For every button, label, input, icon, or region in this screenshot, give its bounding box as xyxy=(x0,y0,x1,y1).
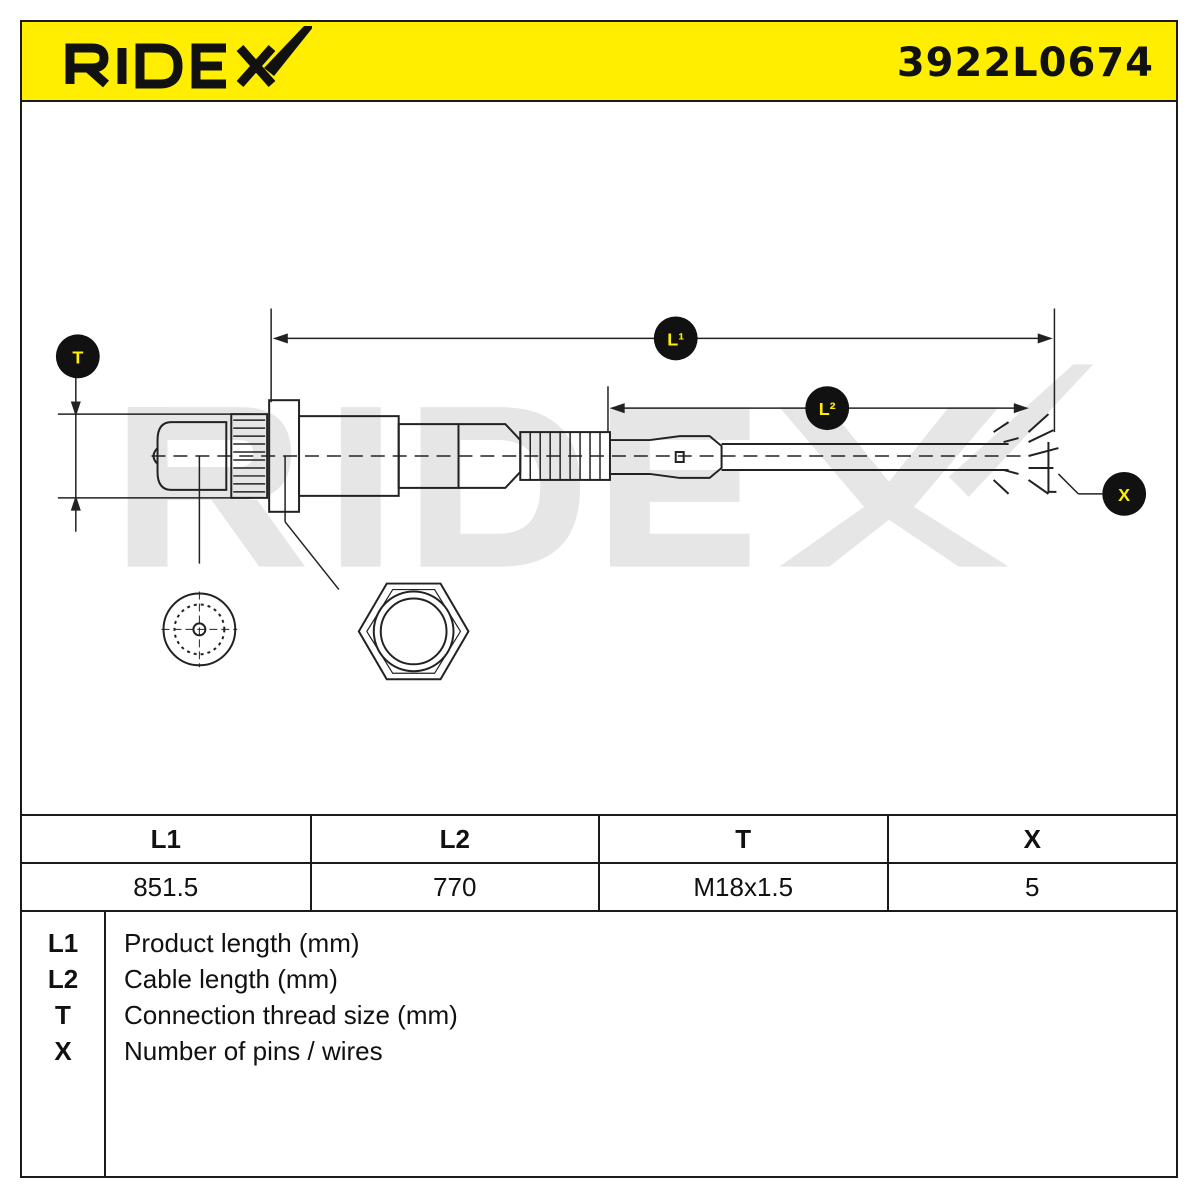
legend-row: X Number of pins / wires xyxy=(22,1036,1176,1072)
callout-L1: L¹ xyxy=(653,316,698,361)
callout-L2-label: L² xyxy=(819,399,836,419)
legend-desc: Product length (mm) xyxy=(124,928,360,958)
spec-header-T: T xyxy=(598,814,889,864)
connector-end-view xyxy=(161,591,238,668)
spec-table-value-row: 851.5 770 M18x1.5 5 xyxy=(22,862,1176,912)
spec-value-L2: 770 xyxy=(309,862,600,912)
spec-value-X: 5 xyxy=(886,862,1176,912)
spec-header-L2: L2 xyxy=(309,814,600,864)
legend-key: X xyxy=(54,1036,72,1066)
legend-key: L2 xyxy=(47,964,79,994)
header-bar: 3922L0674 xyxy=(22,22,1176,102)
callout-T: T xyxy=(55,334,100,379)
legend-row: L1 Product length (mm) xyxy=(22,928,1176,964)
callout-X: X xyxy=(1102,471,1147,516)
sensor-body xyxy=(152,399,1059,513)
spec-value-L1: 851.5 xyxy=(22,862,312,912)
spec-table-header-row: L1 L2 T X xyxy=(22,814,1176,864)
hex-nut-view xyxy=(357,582,470,681)
spec-value-T: M18x1.5 xyxy=(598,862,889,912)
spec-table: L1 L2 T X 851.5 770 M18x1.5 5 xyxy=(22,814,1176,912)
part-number: 3922L0674 xyxy=(896,40,1154,86)
legend-divider xyxy=(104,910,106,1178)
callout-L1-label: L¹ xyxy=(667,329,684,349)
legend-key: T xyxy=(55,1000,71,1030)
spec-header-L1: L1 xyxy=(22,814,312,864)
leader-lines xyxy=(198,456,1103,591)
drawing-sheet: 3922L0674 xyxy=(20,20,1178,1178)
callout-T-label: T xyxy=(72,347,83,367)
spec-header-X: X xyxy=(886,814,1176,864)
callout-X-label: X xyxy=(1118,485,1130,505)
ridex-logo xyxy=(65,26,312,89)
legend: L1 Product length (mm) L2 Cable length (… xyxy=(22,910,1176,1178)
legend-desc: Connection thread size (mm) xyxy=(124,1000,458,1030)
callout-L2: L² xyxy=(805,386,850,431)
legend-desc: Number of pins / wires xyxy=(124,1036,383,1066)
legend-desc: Cable length (mm) xyxy=(124,964,338,994)
legend-key: L1 xyxy=(47,928,79,958)
legend-row: T Connection thread size (mm) xyxy=(22,1000,1176,1036)
sensor-drawing: T L¹ L² X xyxy=(55,308,1147,681)
legend-row: L2 Cable length (mm) xyxy=(22,964,1176,1000)
